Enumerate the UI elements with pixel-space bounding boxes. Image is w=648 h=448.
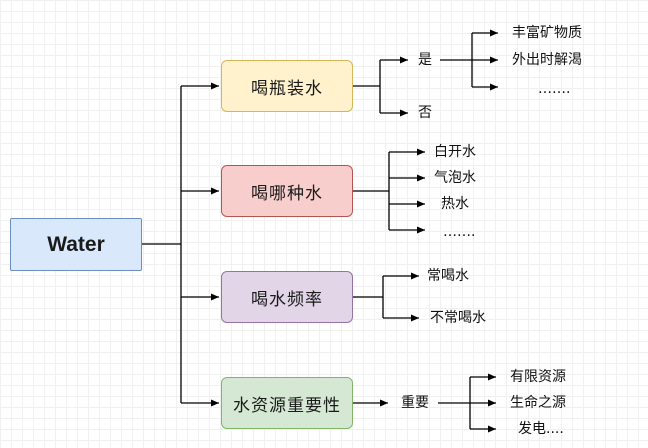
leaf-plain-water: 白开水: [434, 144, 476, 160]
leaf-hot-water: 热水: [441, 196, 469, 212]
branch-node-bottled-water: 喝瓶装水: [221, 60, 353, 112]
leaf-quench-thirst-outside: 外出时解渴: [512, 52, 582, 68]
root-node-water: Water: [10, 218, 142, 271]
leaf-no: 否: [418, 105, 432, 121]
leaf-important: 重要: [401, 395, 429, 411]
leaf-yes: 是: [418, 52, 432, 68]
leaf-limited-resource: 有限资源: [510, 369, 566, 385]
leaf-ellipsis: …….: [538, 81, 571, 97]
leaf-rich-minerals: 丰富矿物质: [512, 25, 582, 41]
leaf-often-drink: 常喝水: [427, 268, 469, 284]
branch-node-drinking-frequency: 喝水频率: [221, 271, 353, 323]
leaf-sparkling-water: 气泡水: [434, 170, 476, 186]
branch-node-water-resource-importance: 水资源重要性: [221, 377, 353, 429]
leaf-source-of-life: 生命之源: [510, 395, 566, 411]
leaf-ellipsis: …….: [443, 224, 476, 240]
branch-node-water-type: 喝哪种水: [221, 165, 353, 217]
leaf-power-generation: 发电....: [518, 421, 564, 437]
leaf-rarely-drink: 不常喝水: [430, 310, 486, 326]
